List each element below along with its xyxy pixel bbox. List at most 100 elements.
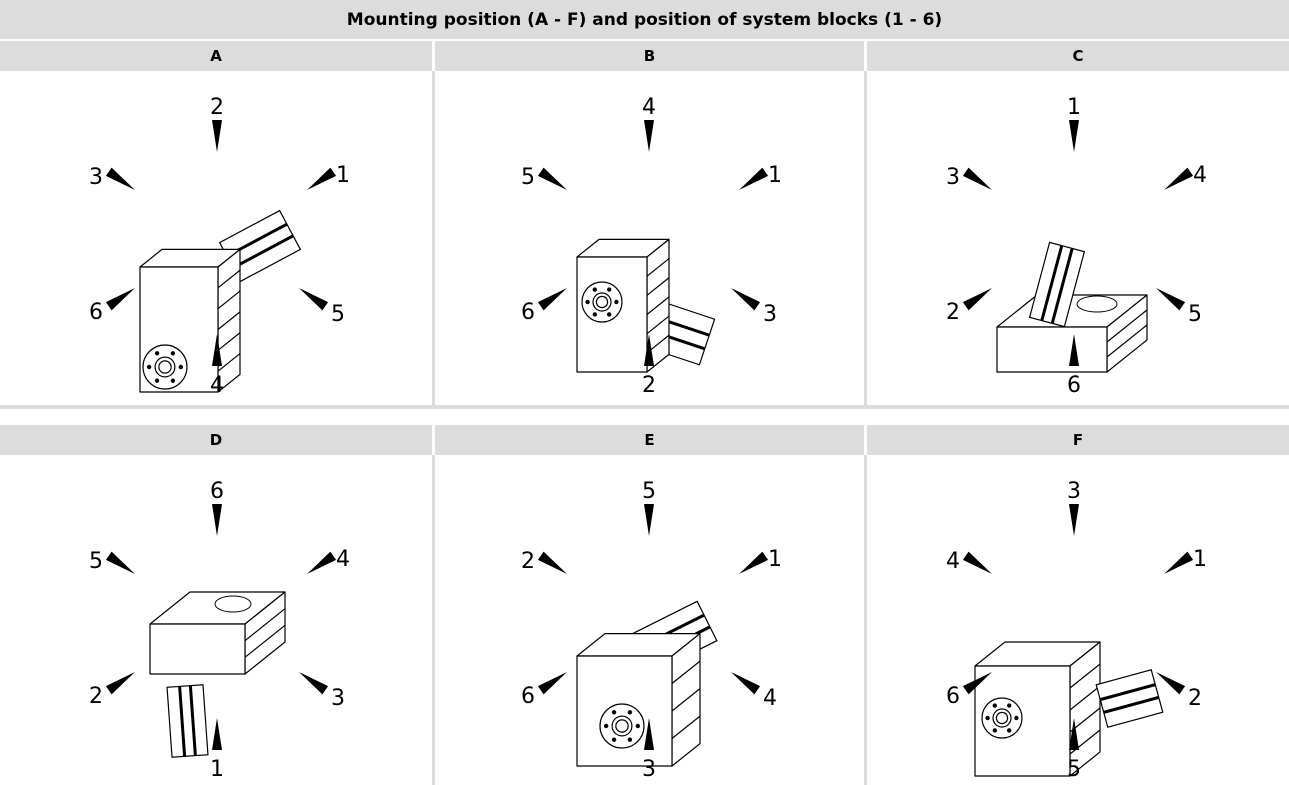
direction-arrow-icon	[962, 288, 992, 311]
direction-arrow-icon	[1164, 167, 1194, 190]
gear-motor-drawing-icon	[139, 209, 302, 393]
system-block-number: 4	[336, 547, 350, 572]
direction-arrow-icon	[105, 551, 135, 574]
direction-arrow-icon	[537, 551, 567, 574]
direction-arrow-icon	[1069, 120, 1079, 152]
gear-motor-drawing-icon	[149, 591, 286, 758]
system-block-number: 2	[210, 95, 224, 120]
header-position-c: C	[867, 41, 1289, 71]
system-block-number: 5	[331, 302, 345, 327]
direction-arrow-icon	[212, 504, 222, 536]
system-block-number: 1	[768, 547, 782, 572]
cell-position-f: 3 4 1 6 2 5	[867, 456, 1289, 784]
system-block-number: 3	[1067, 479, 1081, 504]
direction-arrow-icon	[731, 672, 761, 695]
mounting-figure-e: 5 2 1 6 4 3	[521, 479, 782, 782]
direction-arrow-icon	[731, 288, 761, 311]
column-divider	[432, 455, 435, 785]
system-block-number: 2	[642, 373, 656, 398]
direction-arrow-icon	[299, 288, 329, 311]
direction-arrow-icon	[1069, 718, 1079, 750]
column-divider	[864, 71, 867, 405]
direction-arrow-icon	[1069, 504, 1079, 536]
direction-arrow-icon	[1156, 672, 1186, 695]
system-block-number: 5	[521, 165, 535, 190]
column-divider	[864, 455, 867, 785]
system-block-number: 6	[521, 300, 535, 325]
system-block-number: 6	[521, 684, 535, 709]
gear-motor-drawing-icon	[996, 241, 1148, 373]
row-divider	[0, 405, 1289, 409]
system-block-number: 3	[331, 686, 345, 711]
direction-arrow-icon	[537, 672, 567, 695]
direction-arrow-icon	[1156, 288, 1186, 311]
mounting-figure-f: 3 4 1 6 2 5	[946, 479, 1207, 782]
direction-arrow-icon	[105, 167, 135, 190]
column-divider	[432, 71, 435, 405]
system-block-number: 2	[89, 684, 103, 709]
system-block-number: 4	[763, 686, 777, 711]
gear-motor-drawing-icon	[576, 600, 718, 767]
gear-motor-drawing-icon	[974, 641, 1164, 777]
system-block-number: 6	[946, 684, 960, 709]
direction-arrow-icon	[962, 551, 992, 574]
direction-arrow-icon	[537, 167, 567, 190]
cell-position-d: 6 5 4 2 3 1	[0, 456, 431, 784]
direction-arrow-icon	[644, 334, 654, 366]
direction-arrow-icon	[299, 672, 329, 695]
direction-arrow-icon	[307, 167, 337, 190]
direction-arrow-icon	[739, 167, 769, 190]
mounting-figure-a: 2 3 1 6 5 4	[89, 95, 350, 398]
system-block-number: 3	[763, 302, 777, 327]
system-block-number: 3	[946, 165, 960, 190]
direction-arrow-icon	[537, 288, 567, 311]
system-block-number: 4	[946, 549, 960, 574]
system-block-number: 5	[1188, 302, 1202, 327]
direction-arrow-icon	[212, 718, 222, 750]
gear-motor-drawing-icon	[576, 238, 716, 373]
system-block-number: 1	[210, 757, 224, 782]
system-block-number: 3	[642, 757, 656, 782]
cell-position-c: 1 3 4 2 5 6	[867, 72, 1289, 400]
system-block-number: 1	[768, 163, 782, 188]
direction-arrow-icon	[105, 672, 135, 695]
system-block-number: 3	[89, 165, 103, 190]
system-block-number: 5	[642, 479, 656, 504]
direction-arrow-icon	[307, 551, 337, 574]
system-block-number: 2	[946, 300, 960, 325]
system-block-number: 5	[89, 549, 103, 574]
direction-arrow-icon	[962, 672, 992, 695]
direction-arrow-icon	[644, 120, 654, 152]
cell-position-e: 5 2 1 6 4 3	[435, 456, 866, 784]
system-block-number: 4	[1193, 163, 1207, 188]
direction-arrow-icon	[212, 334, 222, 366]
table-title: Mounting position (A - F) and position o…	[0, 0, 1289, 41]
system-block-number: 1	[336, 163, 350, 188]
direction-arrow-icon	[105, 288, 135, 311]
direction-arrow-icon	[212, 120, 222, 152]
direction-arrow-icon	[1069, 334, 1079, 366]
direction-arrow-icon	[1164, 551, 1194, 574]
direction-arrow-icon	[644, 718, 654, 750]
header-position-d: D	[0, 425, 432, 455]
direction-arrow-icon	[962, 167, 992, 190]
system-block-number: 1	[1193, 547, 1207, 572]
direction-arrow-icon	[644, 504, 654, 536]
system-block-number: 1	[1067, 95, 1081, 120]
header-position-b: B	[435, 41, 864, 71]
header-position-e: E	[435, 425, 864, 455]
system-block-number: 5	[1067, 757, 1081, 782]
cell-position-a: 2 3 1 6 5 4	[0, 72, 431, 400]
header-position-a: A	[0, 41, 432, 71]
system-block-number: 2	[1188, 686, 1202, 711]
header-position-f: F	[867, 425, 1289, 455]
system-block-number: 2	[521, 549, 535, 574]
system-block-number: 4	[210, 373, 224, 398]
system-block-number: 6	[210, 479, 224, 504]
system-block-number: 6	[1067, 373, 1081, 398]
mounting-figure-c: 1 3 4 2 5 6	[946, 95, 1207, 398]
mounting-figure-d: 6 5 4 2 3 1	[89, 479, 350, 782]
system-block-number: 6	[89, 300, 103, 325]
